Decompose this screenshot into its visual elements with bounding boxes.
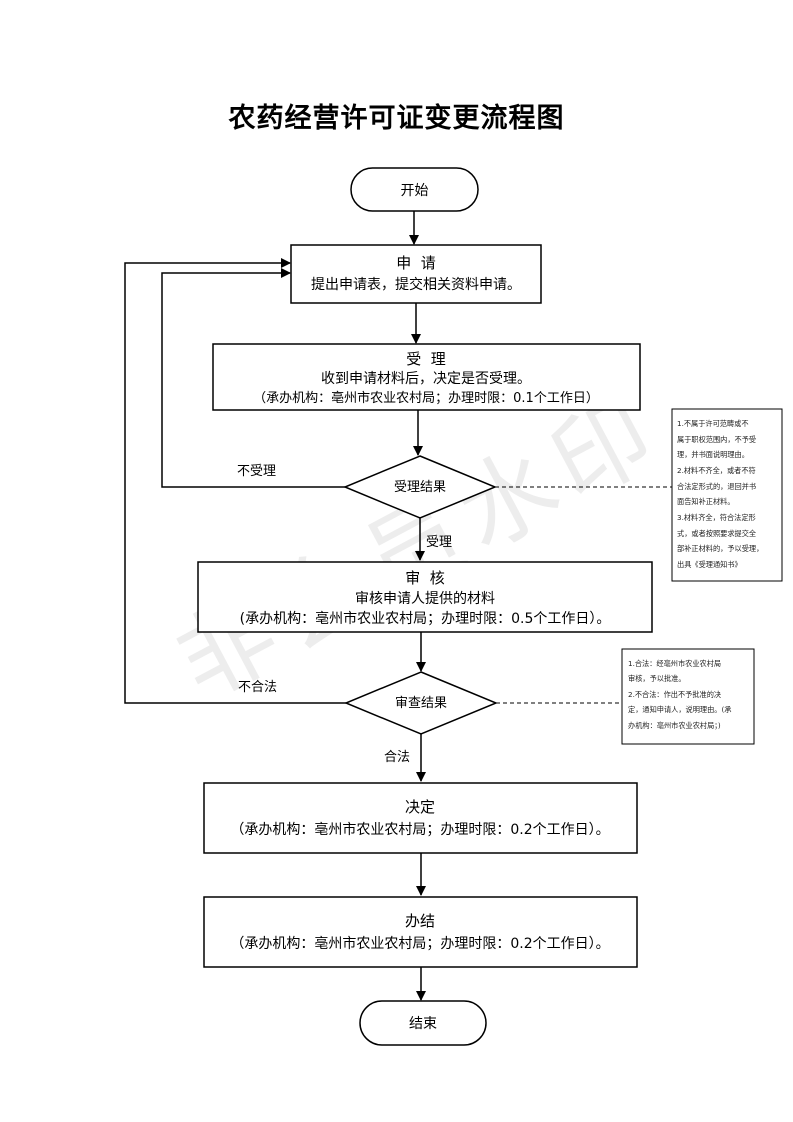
review-note-line: 审核，予以批准。 [628, 674, 686, 683]
loop-illegal [124, 258, 346, 704]
accept-note-line: 2.材料不齐全，或者不符 [677, 466, 756, 475]
accept-note-line: 式，或者按照要求提交全 [677, 529, 757, 538]
review-note-line: 定，通知申请人，说明理由。(承 [628, 705, 731, 714]
accept-result-label: 受理结果 [394, 480, 446, 495]
accept-desc: 收到申请材料后，决定是否受理。 [321, 371, 531, 387]
accept-node [212, 343, 641, 411]
review-note-box [621, 648, 755, 745]
review-desc: 审核申请人提供的材料 [355, 591, 495, 607]
accept-title: 受 理 [406, 350, 446, 368]
accept-org: （承办机构：亳州市农业农村局；办理时限：0.1个工作日） [253, 390, 599, 406]
accept-note-line: 属于职权范围内，不予受 [677, 435, 756, 444]
start-label: 开始 [401, 183, 429, 199]
decide-org: （承办机构：亳州市农业农村局；办理时限：0.2个工作日）。 [230, 821, 609, 838]
review-note-text: 1.合法：经亳州市农业农村局 审核，予以批准。 2.不合法：作出不予批准的决 定… [628, 659, 731, 730]
finish-title: 办结 [405, 912, 435, 930]
end-label: 结束 [409, 1016, 437, 1032]
accept-note-text: 1.不属于许可范畴或不 属于职权范围内，不予受 理，并书面说明理由。 2.材料不… [677, 419, 763, 569]
edge-not-accepted: 不受理 [237, 464, 276, 479]
accept-note-line: 1.不属于许可范畴或不 [677, 419, 749, 428]
review-note-line: 2.不合法：作出不予批准的决 [628, 690, 721, 699]
decide-title: 决定 [405, 798, 435, 816]
apply-desc: 提出申请表，提交相关资料申请。 [311, 276, 521, 293]
review-note-line: 办机构：亳州市农业农村局；) [628, 721, 721, 730]
finish-node [203, 896, 638, 968]
accept-note-box [671, 408, 783, 582]
review-node [197, 561, 653, 633]
accept-note-line: 出具《受理通知书》 [677, 560, 742, 569]
decide-node [203, 782, 638, 854]
accept-note-line: 面告知补正材料。 [677, 497, 735, 506]
edge-illegal: 不合法 [238, 680, 277, 695]
accept-note-line: 3.材料齐全，符合法定形 [677, 513, 756, 522]
review-org: (承办机构：亳州市农业农村局；办理时限：0.5个工作日）。 [240, 610, 611, 627]
edge-legal: 合法 [384, 750, 410, 765]
review-result-label: 审查结果 [395, 696, 447, 711]
review-note-line: 1.合法：经亳州市农业农村局 [628, 659, 721, 668]
page-title: 农药经营许可证变更流程图 [228, 103, 565, 134]
accept-note-line: 合法定形式的，退回并书 [677, 482, 756, 491]
review-title: 审 核 [405, 569, 445, 587]
end-node [359, 1000, 487, 1046]
edge-accepted: 受理 [426, 535, 452, 550]
finish-org: （承办机构：亳州市农业农村局；办理时限：0.2个工作日）。 [230, 935, 609, 952]
accept-note-line: 部补正材料的，予以受理， [677, 544, 763, 553]
apply-title: 申 请 [396, 254, 436, 272]
loop-not-accepted [161, 268, 345, 488]
accept-note-line: 理，并书面说明理由。 [677, 450, 749, 459]
